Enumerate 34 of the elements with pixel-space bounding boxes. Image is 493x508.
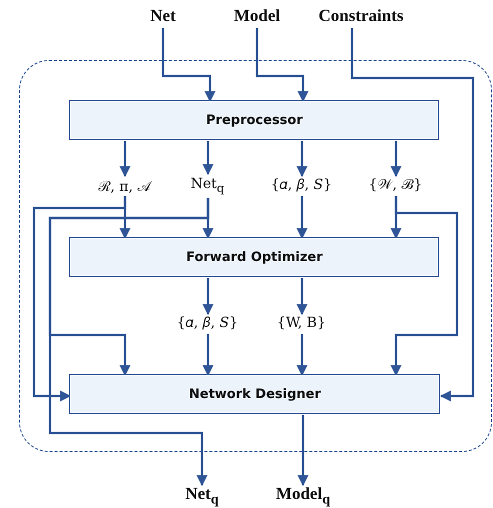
box-label: Preprocessor [206, 112, 303, 128]
symbol-label: ℛ, π, 𝒜 [98, 178, 150, 195]
process-box [69, 374, 440, 414]
arrow [32, 196, 126, 402]
arrow [390, 141, 402, 178]
symbol-label: {𝛼, 𝛽, 𝑆} [270, 177, 332, 194]
symbol-label: {W, B} [276, 315, 326, 332]
arrow [298, 415, 308, 486]
arrow [350, 28, 474, 402]
symbol-label: Net$_{q}$ [190, 176, 224, 195]
arrow [296, 196, 308, 240]
io-label: Net$_{q}$ [185, 484, 219, 508]
process-box [69, 100, 440, 140]
arrow [202, 334, 214, 376]
arrow [256, 28, 308, 102]
symbol-label: {𝛼, 𝛽, 𝑆} [176, 315, 238, 332]
arrow [390, 196, 458, 376]
box-label: Network Designer [188, 386, 321, 402]
arrow [202, 278, 214, 316]
process-box [69, 237, 440, 278]
io-label: Net [150, 6, 176, 26]
arrow [162, 28, 216, 102]
arrow [48, 198, 210, 486]
symbol-label: {𝒲, ℬ} [368, 177, 422, 194]
arrow [202, 141, 214, 176]
arrow [120, 141, 130, 178]
dashed-group-boundary [19, 60, 492, 452]
io-label: Constraints [318, 6, 404, 26]
arrow [296, 278, 308, 316]
io-label: Model$_{q}$ [276, 484, 330, 508]
io-label: Model [234, 6, 280, 26]
box-label: Forward Optimizer [186, 250, 323, 265]
arrow [296, 141, 308, 178]
arrow [296, 334, 308, 376]
